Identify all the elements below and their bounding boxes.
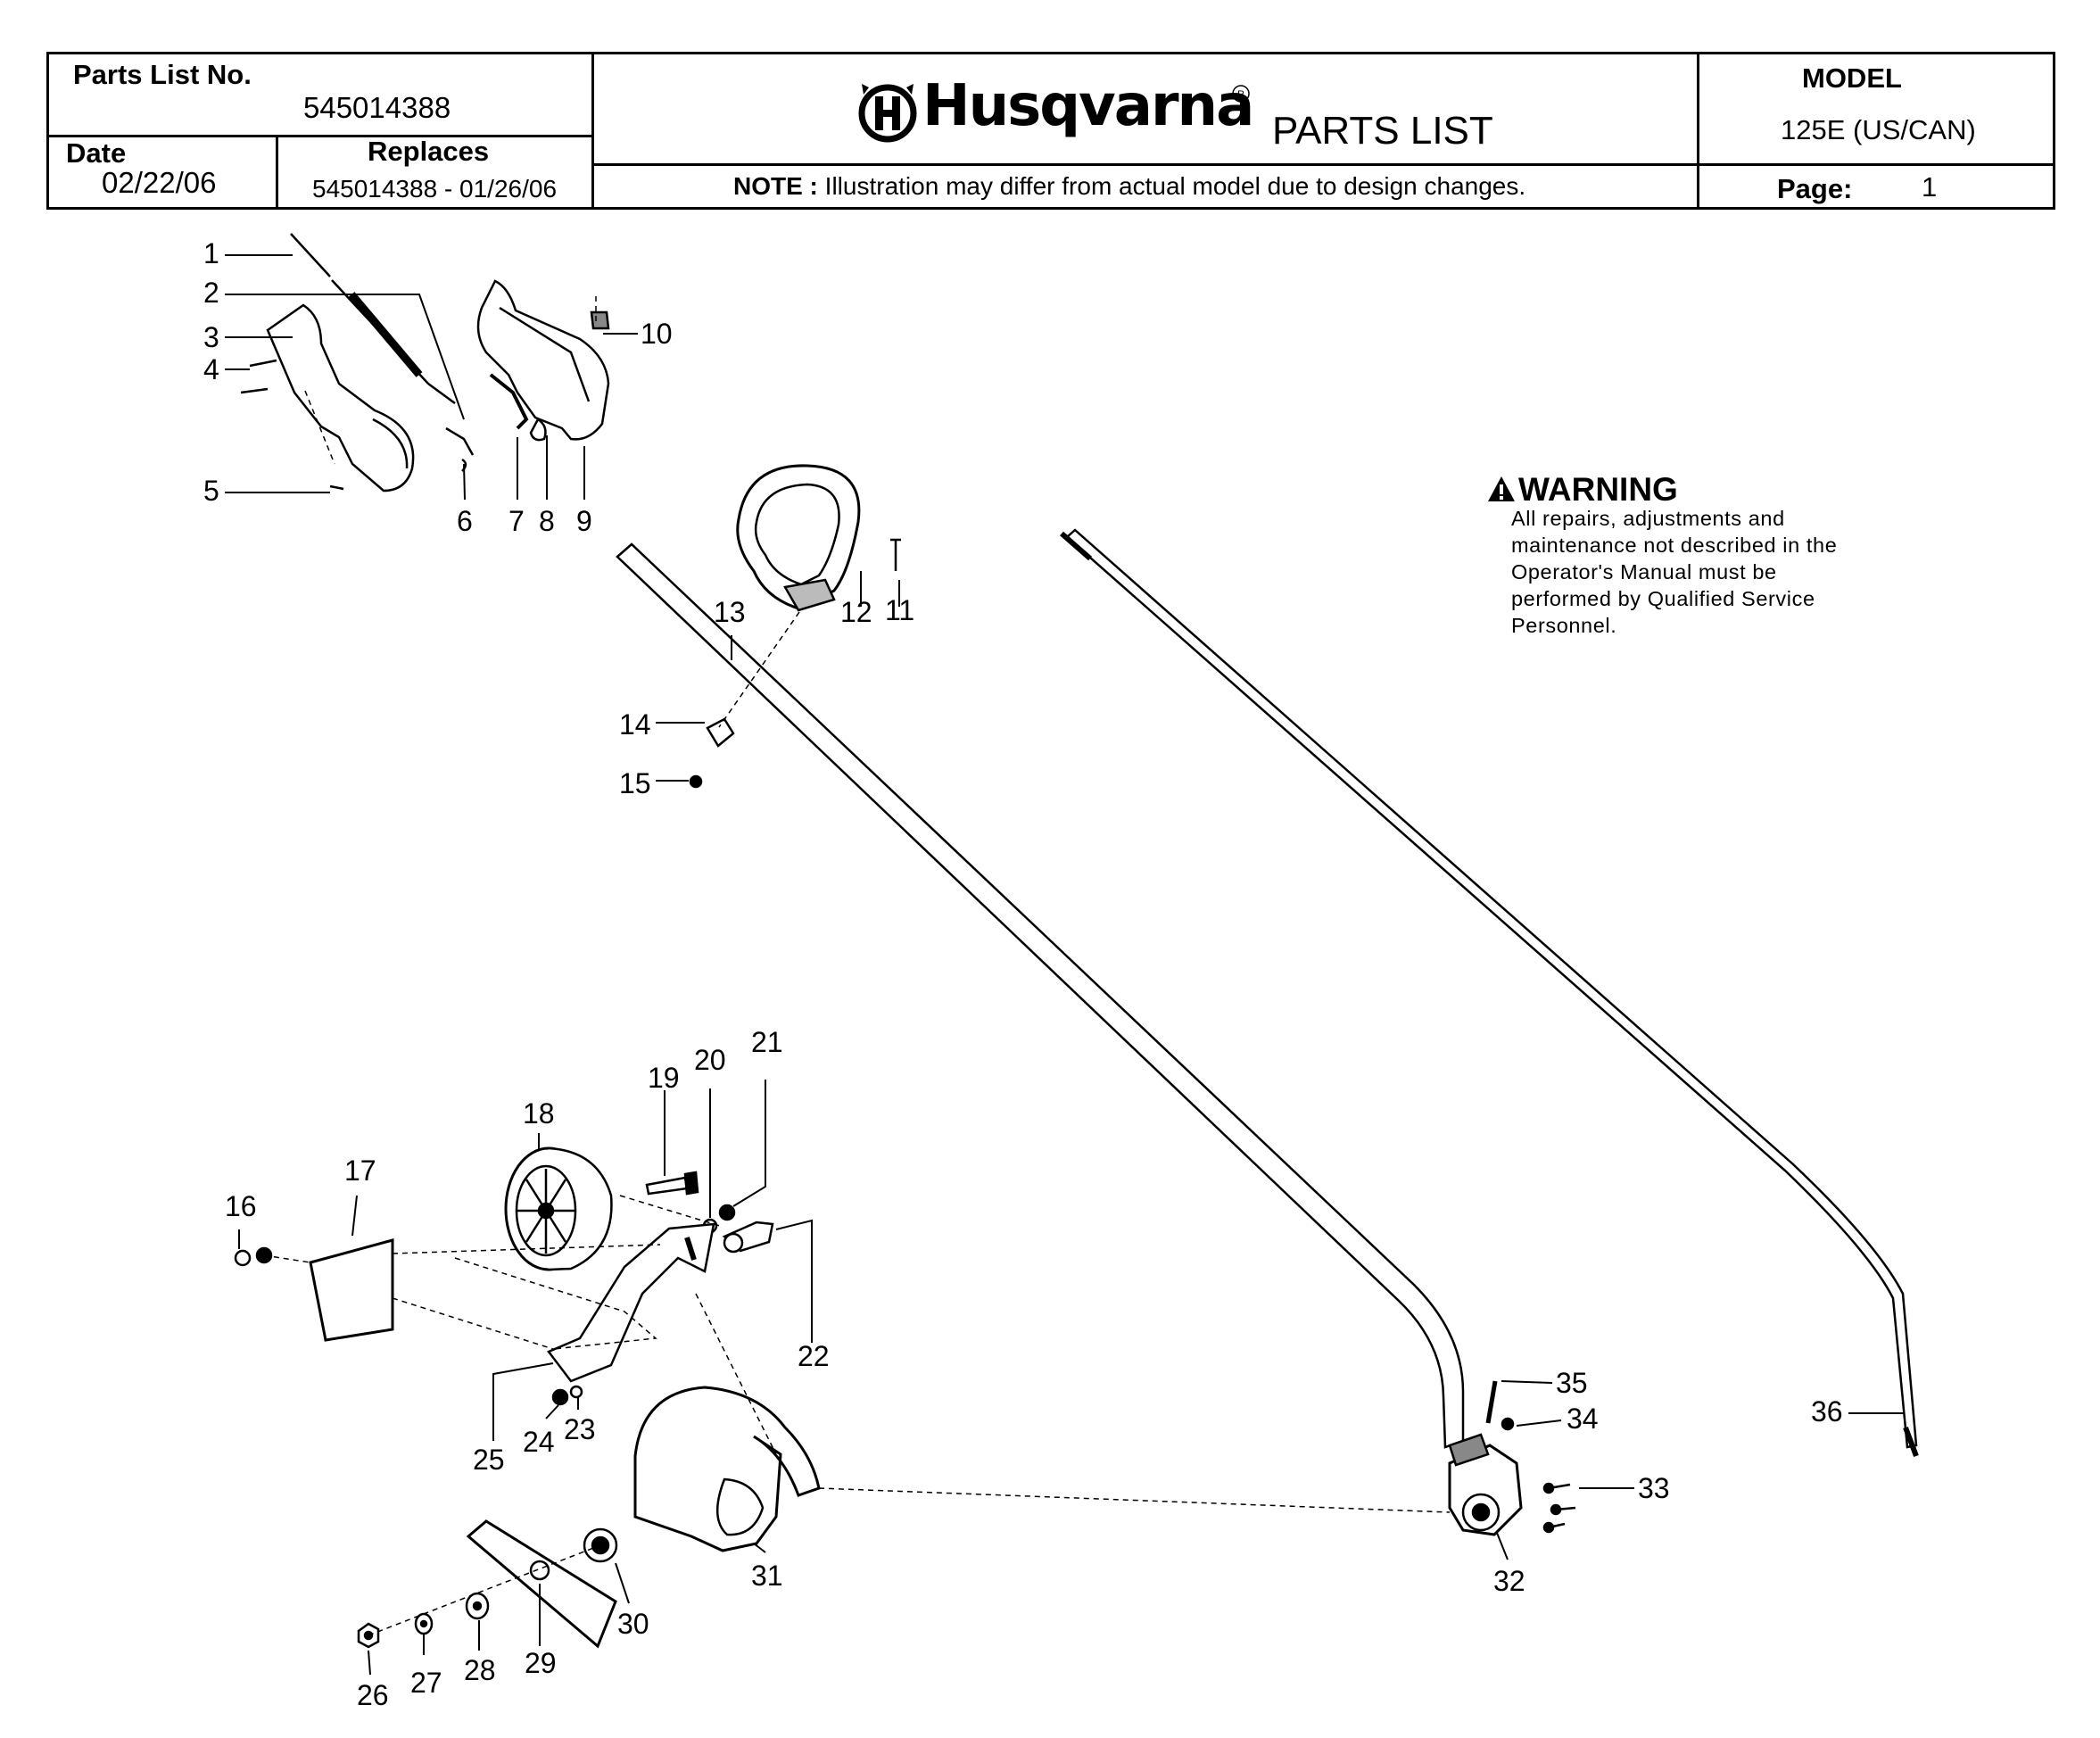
parts-list-no-label: Parts List No. — [73, 59, 252, 90]
date-label: Date — [66, 137, 127, 169]
callout-18: 18 — [523, 1097, 555, 1130]
callout-20: 20 — [694, 1044, 726, 1076]
callout-4: 4 — [203, 353, 219, 385]
callout-22: 22 — [798, 1340, 830, 1372]
callout-35: 35 — [1556, 1367, 1588, 1399]
callout-25: 25 — [473, 1444, 505, 1476]
callout-26: 26 — [357, 1679, 389, 1711]
warning-triangle-icon — [1488, 476, 1515, 501]
parts-list-title: PARTS LIST — [1272, 109, 1493, 153]
callout-28: 28 — [464, 1654, 496, 1686]
header-divider — [276, 136, 278, 210]
page-label: Page: — [1777, 173, 1853, 204]
blade-guard — [633, 1386, 821, 1552]
callout-5: 5 — [203, 475, 219, 507]
warning-body: All repairs, adjustments and maintenance… — [1511, 507, 1838, 637]
callout-21: 21 — [751, 1026, 783, 1058]
model-value: 125E (US/CAN) — [1781, 114, 1976, 145]
guard-plate — [309, 1238, 394, 1342]
callout-14: 14 — [619, 708, 651, 741]
header-border — [46, 52, 2055, 210]
callout-27: 27 — [410, 1667, 442, 1699]
callout-9: 9 — [576, 505, 592, 537]
main-shaft-tube — [616, 542, 1465, 1449]
svg-text:R: R — [1237, 89, 1244, 100]
replaces-value: 545014388 - 01/26/06 — [312, 175, 558, 203]
callout-6: 6 — [457, 505, 473, 537]
header-divider — [591, 52, 594, 210]
callout-34: 34 — [1567, 1403, 1599, 1435]
registered-mark-icon: R — [1232, 85, 1250, 103]
callout-23: 23 — [564, 1413, 596, 1445]
header-divider — [46, 135, 591, 137]
warning-title: WARNING — [1518, 471, 1678, 508]
callout-7: 7 — [508, 505, 525, 537]
callout-16: 16 — [225, 1190, 257, 1222]
drive-shaft — [1065, 528, 1918, 1449]
callout-12: 12 — [840, 596, 872, 628]
throttle-handle — [476, 279, 610, 441]
note-text: Illustration may differ from actual mode… — [824, 172, 1526, 200]
callout-36: 36 — [1811, 1395, 1843, 1428]
brand-wordmark: Husqvarna — [922, 73, 1254, 139]
callout-17: 17 — [344, 1155, 376, 1187]
header-divider — [591, 163, 2055, 166]
callout-33: 33 — [1638, 1472, 1670, 1504]
shaft-housing — [266, 303, 415, 492]
callout-31: 31 — [751, 1560, 783, 1592]
callout-29: 29 — [525, 1647, 557, 1679]
callout-3: 3 — [203, 321, 219, 353]
parts-list-header: Parts List No. 545014388 Date 02/22/06 R… — [46, 52, 2055, 210]
replaces-label: Replaces — [368, 136, 490, 167]
callout-10: 10 — [641, 318, 673, 350]
note-label: NOTE : — [733, 172, 818, 200]
parts-list-no-value: 545014388 — [303, 91, 451, 124]
husqvarna-logo-icon — [858, 84, 917, 143]
callout-8: 8 — [539, 505, 555, 537]
model-label: MODEL — [1802, 62, 1902, 94]
date-value: 02/22/06 — [102, 166, 217, 199]
header-divider — [1697, 163, 2055, 166]
callout-11: 11 — [885, 594, 915, 626]
edger-blade — [466, 1519, 617, 1649]
callout-1: 1 — [203, 237, 219, 269]
header-divider — [1697, 52, 1699, 210]
callout-30: 30 — [617, 1608, 649, 1640]
callout-24: 24 — [523, 1426, 555, 1458]
design-note: NOTE : Illustration may differ from actu… — [733, 172, 1525, 201]
page-value: 1 — [1922, 171, 1938, 203]
callout-19: 19 — [648, 1062, 680, 1094]
callout-15: 15 — [619, 767, 651, 799]
callout-13: 13 — [714, 596, 746, 628]
callout-2: 2 — [203, 277, 219, 309]
edger-bracket — [547, 1222, 715, 1383]
callout-32: 32 — [1493, 1565, 1525, 1597]
